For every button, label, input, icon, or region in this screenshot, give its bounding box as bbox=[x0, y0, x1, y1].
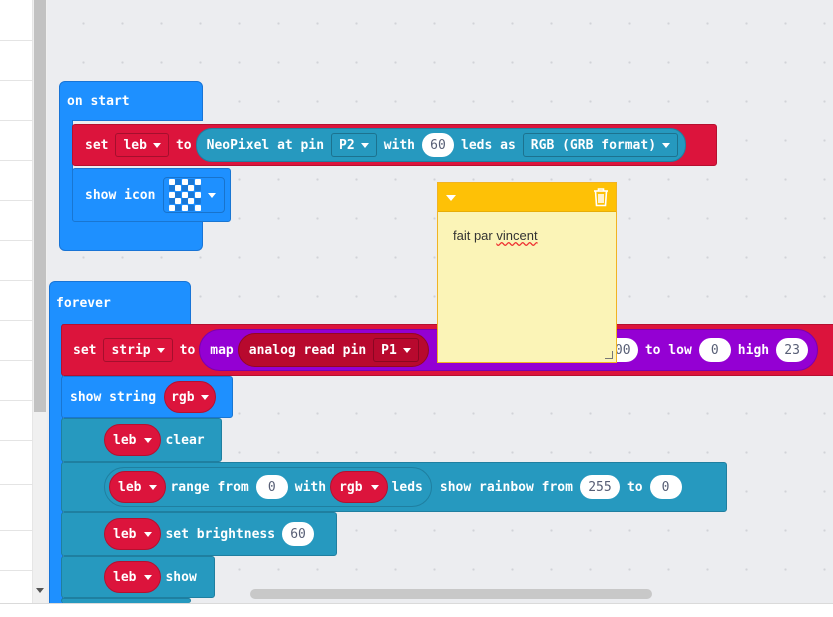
pin-dropdown-p1[interactable]: P1 bbox=[373, 338, 419, 362]
workspace-horizontal-scrollbar[interactable] bbox=[250, 589, 652, 599]
leb-variable-label: leb bbox=[113, 432, 137, 448]
toolbox-row[interactable] bbox=[0, 570, 33, 571]
leb-variable-label: leb bbox=[113, 526, 137, 542]
toolbox-row[interactable] bbox=[0, 40, 33, 41]
leds-count-input[interactable]: 60 bbox=[422, 133, 454, 157]
rgb-variable-label: rgb bbox=[171, 389, 195, 405]
toolbox-row[interactable] bbox=[0, 400, 33, 401]
map-label: map bbox=[210, 342, 234, 358]
trash-icon[interactable] bbox=[592, 187, 610, 207]
analog-read-label: analog read pin bbox=[248, 342, 367, 358]
to-high-input[interactable]: 23 bbox=[776, 338, 809, 362]
toolbox-panel[interactable] bbox=[0, 0, 33, 603]
range-from-label: range from bbox=[170, 479, 249, 495]
comment-header[interactable] bbox=[438, 183, 616, 212]
rainbow-to-input[interactable]: 0 bbox=[649, 475, 682, 499]
set-brightness-block[interactable]: leb set brightness 60 bbox=[61, 512, 337, 556]
chevron-down-icon bbox=[208, 192, 217, 198]
checkerboard-icon bbox=[169, 179, 202, 211]
strip-clear-block[interactable]: leb clear bbox=[61, 418, 222, 462]
with-label: with bbox=[383, 137, 415, 153]
resize-handle[interactable] bbox=[605, 351, 613, 359]
variable-dropdown-strip[interactable]: strip bbox=[103, 338, 173, 362]
icon-picker-dropdown[interactable] bbox=[163, 177, 226, 213]
toolbox-row[interactable] bbox=[0, 160, 33, 161]
comment-text: fait par bbox=[453, 228, 497, 243]
toolbox-row[interactable] bbox=[0, 440, 33, 441]
on-start-block[interactable]: on start bbox=[59, 81, 203, 121]
set-label: set bbox=[73, 342, 97, 358]
rainbow-from-input[interactable]: 255 bbox=[579, 475, 620, 499]
analog-read-pin-block[interactable]: analog read pin P1 bbox=[237, 333, 429, 367]
on-start-footer bbox=[59, 220, 203, 251]
set-brightness-label: set brightness bbox=[165, 526, 276, 542]
pin-dropdown-p2[interactable]: P2 bbox=[331, 133, 377, 157]
toolbox-row[interactable] bbox=[0, 360, 33, 361]
collapse-caret-icon[interactable] bbox=[446, 195, 456, 201]
show-icon-label: show icon bbox=[85, 187, 156, 203]
rainbow-to-label: to bbox=[626, 479, 643, 495]
high-label: high bbox=[737, 342, 770, 358]
show-label: show bbox=[165, 569, 197, 585]
leds-as-label: leds as bbox=[461, 137, 516, 153]
on-start-label: on start bbox=[67, 94, 130, 109]
next-block-partial[interactable] bbox=[61, 598, 191, 603]
show-string-block[interactable]: show string rgb bbox=[61, 376, 233, 418]
chevron-down-icon bbox=[200, 394, 209, 400]
toolbox-row[interactable] bbox=[0, 80, 33, 81]
leb-variable-reporter[interactable]: leb bbox=[104, 424, 162, 456]
forever-block[interactable]: forever bbox=[49, 281, 191, 325]
leb-variable-label: leb bbox=[118, 479, 142, 495]
to-label: to bbox=[175, 137, 192, 153]
comment-textarea[interactable]: fait par vincent bbox=[438, 212, 616, 243]
chevron-down-icon bbox=[144, 574, 153, 580]
leds-label: leds bbox=[391, 479, 423, 495]
toolbox-row[interactable] bbox=[0, 240, 33, 241]
bottom-border bbox=[0, 603, 833, 617]
workspace-comment[interactable]: fait par vincent bbox=[437, 182, 617, 363]
clear-label: clear bbox=[165, 432, 205, 448]
strip-show-block[interactable]: leb show bbox=[61, 556, 215, 598]
to-low-input[interactable]: 0 bbox=[698, 338, 731, 362]
leb-variable-reporter[interactable]: leb bbox=[104, 561, 162, 593]
show-string-label: show string bbox=[70, 389, 157, 405]
to-label: to bbox=[179, 342, 196, 358]
neopixel-label: NeoPixel at pin bbox=[206, 137, 325, 153]
toolbox-row[interactable] bbox=[0, 484, 33, 485]
rgb-variable-reporter[interactable]: rgb bbox=[164, 381, 216, 413]
toolbox-row[interactable] bbox=[0, 280, 33, 281]
set-label: set bbox=[85, 137, 109, 153]
brightness-input[interactable]: 60 bbox=[282, 522, 315, 546]
range-show-rainbow-block[interactable]: leb range from 0 with rgb leds show rain… bbox=[61, 462, 727, 512]
show-rainbow-label: show rainbow from bbox=[439, 479, 573, 495]
toolbox-scroll-thumb[interactable] bbox=[34, 0, 46, 412]
range-from-input[interactable]: 0 bbox=[255, 475, 288, 499]
variable-dropdown-leb[interactable]: leb bbox=[115, 133, 169, 157]
on-start-body-rail bbox=[59, 120, 73, 220]
chevron-down-icon bbox=[144, 437, 153, 443]
neopixel-create-block[interactable]: NeoPixel at pin P2 with 60 leds as RGB (… bbox=[195, 128, 687, 162]
leb-variable-reporter[interactable]: leb bbox=[109, 471, 167, 503]
chevron-down-icon bbox=[149, 484, 158, 490]
chevron-down-icon bbox=[144, 531, 153, 537]
leb-variable-reporter[interactable]: leb bbox=[104, 518, 162, 550]
toolbox-row[interactable] bbox=[0, 200, 33, 201]
rgb-variable-reporter[interactable]: rgb bbox=[330, 471, 388, 503]
scroll-down-arrow-icon[interactable] bbox=[36, 588, 44, 593]
to-low-label: to low bbox=[644, 342, 692, 358]
rgb-variable-label: rgb bbox=[339, 479, 363, 495]
show-icon-block[interactable]: show icon bbox=[72, 168, 231, 222]
leb-variable-label: leb bbox=[113, 569, 137, 585]
set-leb-block[interactable]: set leb to NeoPixel at pin P2 with 60 le… bbox=[72, 124, 717, 166]
with-label: with bbox=[294, 479, 327, 495]
toolbox-row[interactable] bbox=[0, 120, 33, 121]
format-dropdown[interactable]: RGB (GRB format) bbox=[522, 133, 679, 157]
toolbox-row[interactable] bbox=[0, 320, 33, 321]
forever-label: forever bbox=[56, 296, 111, 311]
chevron-down-icon bbox=[370, 484, 379, 490]
toolbox-row[interactable] bbox=[0, 530, 33, 531]
range-from-block[interactable]: leb range from 0 with rgb leds bbox=[104, 467, 432, 507]
comment-text-misspelled: vincent bbox=[496, 228, 538, 243]
